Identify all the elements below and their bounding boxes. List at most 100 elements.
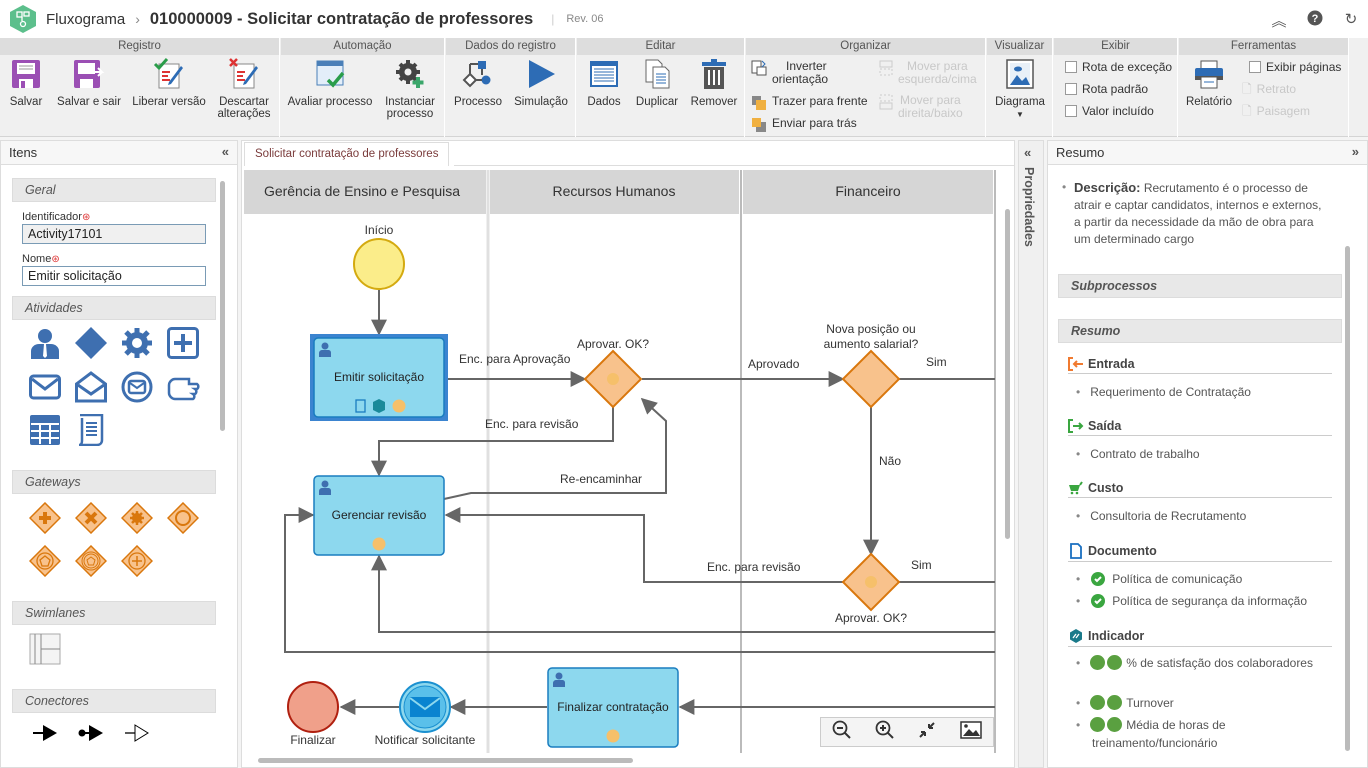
remove-button[interactable]: Remover	[689, 58, 739, 108]
user-task-icon[interactable]	[29, 327, 61, 359]
zoom-out-icon[interactable]	[832, 720, 852, 745]
section-swimlanes[interactable]: Swimlanes	[12, 601, 216, 625]
send-message-icon[interactable]	[29, 371, 61, 403]
form-icon	[372, 537, 386, 551]
conditional-flow-icon[interactable]	[77, 723, 105, 743]
send-to-back-button[interactable]: Enviar para trás	[751, 117, 857, 133]
release-version-button[interactable]: Liberar versão	[130, 58, 208, 108]
export-image-icon[interactable]	[960, 720, 982, 744]
included-value-checkbox[interactable]: Valor incluído	[1065, 104, 1154, 118]
script-task-icon[interactable]	[75, 414, 107, 446]
evaluate-process-button[interactable]: Avaliar processo	[287, 58, 373, 108]
default-route-checkbox[interactable]: Rota padrão	[1065, 82, 1148, 96]
document-icon	[355, 399, 366, 413]
section-atividades[interactable]: Atividades	[12, 296, 216, 320]
simulation-button[interactable]: Simulação	[512, 58, 570, 108]
report-button[interactable]: Relatório	[1183, 58, 1235, 108]
save-button[interactable]: Salvar	[6, 58, 46, 108]
edge[interactable]	[284, 507, 995, 653]
bring-to-front-button[interactable]: Trazer para frente	[751, 95, 868, 111]
parallel-gateway-icon[interactable]	[29, 502, 61, 534]
parallel-event-gateway-icon[interactable]	[121, 545, 153, 577]
zoom-in-icon[interactable]	[875, 720, 895, 745]
breadcrumb-app[interactable]: Fluxograma	[46, 10, 126, 28]
identifier-field[interactable]	[22, 224, 206, 244]
data-button[interactable]: Dados	[583, 58, 625, 108]
properties-tab[interactable]: « Propriedades	[1018, 140, 1044, 768]
list-item[interactable]: % de satisfação dos colaboradores	[1076, 655, 1313, 671]
show-pages-checkbox[interactable]: Exibir páginas	[1249, 60, 1341, 74]
diagram-canvas[interactable]: Solicitar contratação de professores Ger…	[241, 140, 1015, 768]
diagram-dropdown-button[interactable]: Diagrama▼	[991, 58, 1049, 121]
portrait-button[interactable]: 🗋Retrato	[1242, 82, 1297, 96]
collapse-left-icon[interactable]: «	[221, 144, 229, 159]
event-gateway-icon[interactable]	[29, 545, 61, 577]
exception-route-checkbox[interactable]: Rota de exceção	[1065, 60, 1172, 74]
start-event[interactable]	[353, 238, 405, 290]
service-task-icon[interactable]	[121, 327, 153, 359]
tab-diagram[interactable]: Solicitar contratação de professores	[244, 142, 450, 166]
collapse-right-icon[interactable]: »	[1351, 144, 1359, 159]
decision-task-icon[interactable]	[75, 327, 107, 359]
expand-properties-icon[interactable]: «	[1024, 145, 1032, 160]
sequence-flow-icon[interactable]	[31, 723, 59, 743]
list-item[interactable]: Média de horas de	[1076, 717, 1226, 733]
section-resumo[interactable]: Resumo	[1058, 319, 1342, 343]
association-flow-icon[interactable]	[123, 723, 151, 743]
collapse-up-icon[interactable]: ︽	[1271, 13, 1287, 30]
exclusive-event-gateway-icon[interactable]	[75, 545, 107, 577]
help-icon[interactable]: ?	[1306, 10, 1324, 31]
section-gateways[interactable]: Gateways	[12, 470, 216, 494]
section-subprocessos[interactable]: Subprocessos	[1058, 274, 1342, 298]
receive-message-icon[interactable]	[75, 371, 107, 403]
task-emitir-solicitacao[interactable]	[313, 337, 445, 418]
edge[interactable]	[371, 554, 995, 633]
refresh-icon[interactable]: ↻	[1344, 11, 1358, 28]
exclusive-gateway-icon[interactable]	[75, 502, 107, 534]
invert-icon	[751, 60, 767, 76]
canvas-horizontal-scrollbar[interactable]	[258, 758, 633, 763]
manual-task-icon[interactable]	[167, 371, 201, 403]
left-panel-scrollbar[interactable]	[220, 181, 225, 431]
group-editar: Editar Dados Duplicar Remover	[577, 38, 745, 137]
inclusive-gateway-icon[interactable]	[167, 502, 199, 534]
subprocess-icon[interactable]	[167, 327, 199, 359]
status-dots-icon	[1090, 655, 1124, 671]
landscape-button[interactable]: 🗋Paisagem	[1242, 104, 1311, 118]
task-finalizar-contratacao[interactable]	[547, 667, 679, 748]
end-event[interactable]	[287, 681, 339, 733]
edge[interactable]	[443, 397, 667, 500]
section-conectores[interactable]: Conectores	[12, 689, 216, 713]
message-event-icon[interactable]	[121, 371, 153, 403]
business-rule-icon[interactable]	[29, 414, 61, 446]
save-and-exit-button[interactable]: Salvar e sair	[54, 58, 124, 108]
list-item[interactable]: Política de comunicação	[1076, 571, 1242, 587]
edge[interactable]	[371, 407, 614, 477]
list-item[interactable]: Turnover	[1076, 695, 1174, 711]
edge[interactable]	[444, 507, 843, 583]
edge-label: Enc. para revisão	[485, 417, 579, 431]
items-panel-header: Itens «	[1, 141, 237, 165]
task-gerenciar-revisao[interactable]	[313, 475, 445, 556]
gateway-nova-posicao[interactable]	[841, 349, 901, 409]
flowchart: Gerência de Ensino e Pesquisa Recursos H…	[244, 170, 996, 753]
name-field[interactable]	[22, 266, 206, 286]
group-title: Exibir	[1054, 38, 1177, 55]
fit-to-screen-icon[interactable]	[917, 720, 937, 745]
summary-scrollbar[interactable]	[1345, 246, 1350, 751]
process-button[interactable]: Processo	[452, 58, 504, 108]
section-geral[interactable]: Geral	[12, 178, 216, 202]
canvas-vertical-scrollbar[interactable]	[1005, 209, 1010, 539]
list-item[interactable]: Política de segurança da informação	[1076, 593, 1307, 609]
swimlane-icon[interactable]	[29, 633, 61, 665]
bring-front-icon	[752, 96, 766, 110]
complex-gateway-icon[interactable]	[121, 502, 153, 534]
duplicate-button[interactable]: Duplicar	[633, 58, 681, 108]
